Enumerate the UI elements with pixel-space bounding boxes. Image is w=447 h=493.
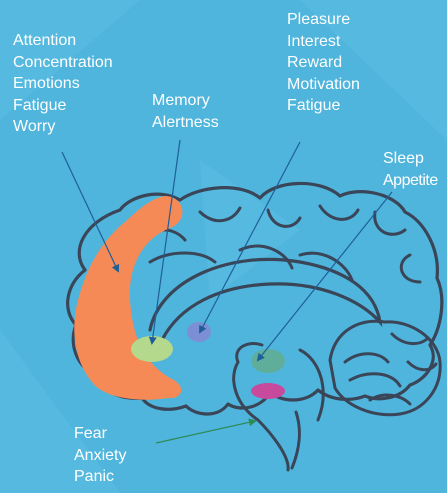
fear-label: Fear Anxiety Panic [74,423,126,488]
brainstem [234,362,300,470]
prefrontal-label-line: Concentration [13,52,113,74]
memory-label-line: Memory [152,90,219,112]
reward-label-line: Fatigue [287,95,360,117]
fear-label-line: Fear [74,423,126,445]
reward-label-line: Motivation [287,74,360,96]
reward-label-line: Reward [287,52,360,74]
reward-label: Pleasure Interest Reward Motivation Fati… [287,9,360,117]
reward-region [187,322,211,342]
prefrontal-label-line: Attention [13,30,113,52]
reward-label-line: Pleasure [287,9,360,31]
prefrontal-label-line: Emotions [13,73,113,95]
fear-label-line: Anxiety [74,445,126,467]
memory-arrow [152,140,180,343]
fear-arrow [156,421,255,443]
fear-label-line: Panic [74,466,126,488]
sleep-label-line: Sleep [383,148,438,170]
fear-region [251,383,285,399]
cerebellum [330,321,440,414]
sleep-label-line: Appetite [383,170,438,192]
sleep-region [251,349,285,373]
memory-label-line: Alertness [152,112,219,134]
memory-label: Memory Alertness [152,90,219,133]
prefrontal-label: Attention Concentration Emotions Fatigue… [13,30,113,138]
sleep-label: Sleep Appetite [383,148,438,191]
reward-label-line: Interest [287,31,360,53]
prefrontal-arrow [62,152,118,271]
prefrontal-label-line: Fatigue [13,95,113,117]
prefrontal-label-line: Worry [13,116,113,138]
corpus-callosum [150,259,380,340]
